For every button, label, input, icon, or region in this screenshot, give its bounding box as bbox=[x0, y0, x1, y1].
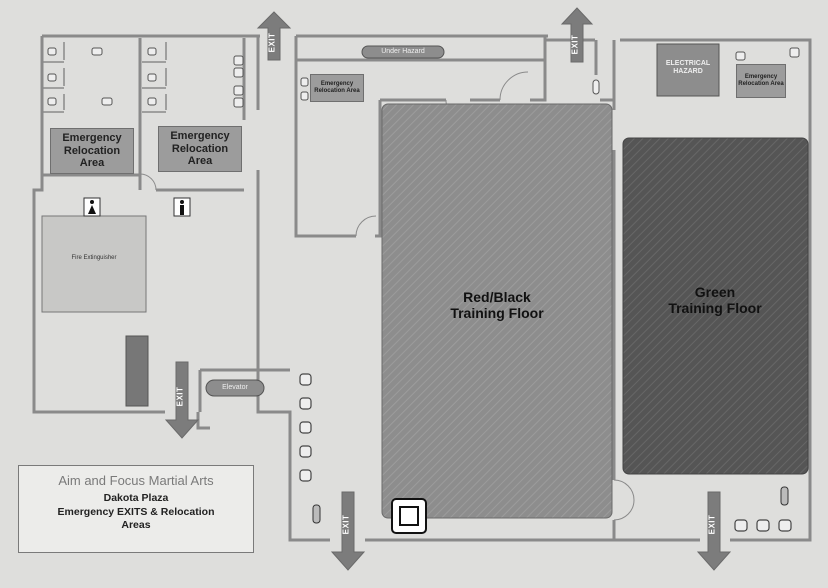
sink-icon bbox=[101, 97, 113, 106]
toilet-icon bbox=[47, 47, 57, 56]
fire-extinguisher-room-label: Fire Extinguisher bbox=[71, 255, 117, 261]
sink-icon bbox=[233, 85, 244, 96]
toilet-icon bbox=[147, 47, 157, 56]
restroom-stalls bbox=[42, 42, 167, 113]
red-black-floor-line2: Training Floor bbox=[450, 305, 544, 322]
toilet-icon bbox=[147, 97, 157, 106]
chair-icon bbox=[299, 421, 312, 434]
exit-label-4: EXIT bbox=[341, 514, 351, 535]
green-training-floor bbox=[622, 137, 809, 475]
chair-icon bbox=[299, 469, 312, 482]
fire-extinguishers bbox=[312, 486, 789, 524]
sink-icon bbox=[233, 67, 244, 78]
electrical-hazard-label: ELECTRICAL HAZARD bbox=[665, 60, 711, 76]
fire-extinguisher-icon bbox=[592, 79, 600, 95]
er-area-1-label: Emergency Relocation Area bbox=[62, 132, 122, 170]
locker-icon bbox=[391, 498, 427, 534]
sink-icon bbox=[91, 47, 103, 56]
under-hazard-capsule bbox=[361, 45, 445, 59]
er-area-2-label: Emergency Relocation Area bbox=[170, 130, 230, 168]
electrical-hazard-room bbox=[656, 43, 720, 97]
exit-arrow-down-1 bbox=[164, 361, 200, 439]
toilet-icon bbox=[789, 47, 800, 58]
legend-box: Aim and Focus Martial Arts Dakota Plaza … bbox=[18, 465, 254, 553]
fire-extinguisher-icon bbox=[312, 504, 321, 524]
chair-icon bbox=[734, 519, 748, 532]
er-area-4-label: Emergency Relocation Area bbox=[738, 74, 784, 87]
legend-subtitle-line2: Areas bbox=[121, 519, 151, 532]
exit-label-3: EXIT bbox=[175, 386, 185, 407]
toilet-icon bbox=[147, 73, 157, 82]
exit-label-2: EXIT bbox=[570, 34, 580, 55]
chairs bbox=[299, 373, 792, 532]
under-hazard-label: Under Hazard bbox=[381, 48, 425, 55]
sink-icon bbox=[300, 91, 309, 101]
elevator-label: Elevator bbox=[222, 384, 248, 391]
emergency-relocation-area-3: Emergency Relocation Area bbox=[310, 74, 364, 102]
sink-icon bbox=[735, 51, 746, 61]
green-floor-line2: Training Floor bbox=[668, 300, 762, 317]
exit-arrows bbox=[164, 7, 732, 571]
sink-icon bbox=[233, 55, 244, 66]
fixtures bbox=[47, 47, 800, 108]
legend-subtitle-line1: Emergency EXITS & Relocation bbox=[57, 505, 215, 518]
red-black-training-floor bbox=[381, 103, 613, 519]
chair-icon bbox=[778, 519, 792, 532]
exit-arrow-down-3 bbox=[696, 491, 732, 571]
exit-label-5: EXIT bbox=[707, 514, 717, 535]
exit-arrow-down-2 bbox=[330, 491, 366, 571]
sink-icon bbox=[233, 97, 244, 108]
exit-arrow-up-1 bbox=[256, 11, 292, 61]
chair-icon bbox=[756, 519, 770, 532]
pillar bbox=[125, 335, 149, 407]
legend-business-name: Aim and Focus Martial Arts bbox=[58, 473, 214, 488]
emergency-relocation-area-2: Emergency Relocation Area bbox=[158, 126, 242, 172]
green-floor-line1: Green bbox=[694, 284, 736, 300]
toilet-icon bbox=[47, 97, 57, 106]
restroom-signs bbox=[83, 197, 191, 217]
exit-arrow-up-2 bbox=[560, 7, 594, 63]
fire-extinguisher-icon bbox=[780, 486, 789, 506]
chair-icon bbox=[299, 373, 312, 386]
red-black-floor-label: Red/Black Training Floor bbox=[420, 289, 574, 321]
chair-icon bbox=[299, 397, 312, 410]
legend-location: Dakota Plaza bbox=[103, 491, 169, 504]
emergency-relocation-area-4: Emergency Relocation Area bbox=[736, 64, 786, 98]
red-black-floor-line1: Red/Black bbox=[463, 289, 531, 305]
exit-label-1: EXIT bbox=[267, 32, 277, 53]
toilet-icon bbox=[47, 73, 57, 82]
elevator-capsule bbox=[205, 379, 265, 397]
toilet-icon bbox=[300, 77, 309, 87]
fire-extinguisher-room bbox=[41, 215, 147, 313]
chair-icon bbox=[299, 445, 312, 458]
walls bbox=[32, 34, 812, 542]
emergency-relocation-area-1: Emergency Relocation Area bbox=[50, 128, 134, 174]
er-area-3-label: Emergency Relocation Area bbox=[314, 81, 360, 94]
green-floor-label: Green Training Floor bbox=[640, 284, 790, 316]
